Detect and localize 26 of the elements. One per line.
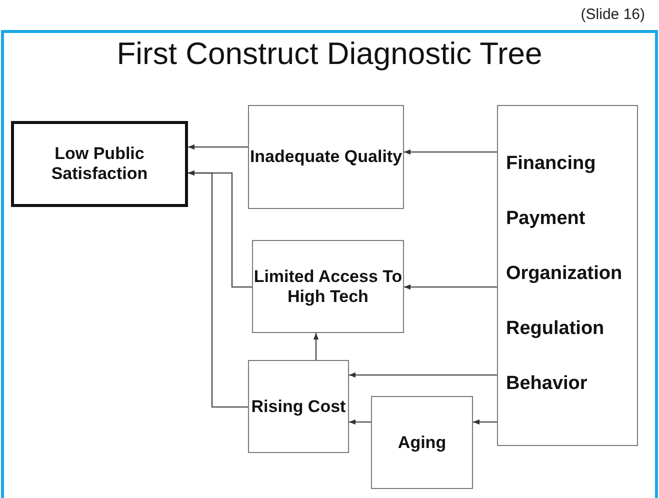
diagram-title: First Construct Diagnostic Tree [116, 36, 544, 72]
box-label: Aging [398, 432, 446, 452]
box-label: Payment [506, 208, 586, 231]
arrow [404, 149, 497, 155]
process-box [248, 360, 349, 453]
process-box [497, 105, 638, 446]
arrow [188, 144, 248, 150]
box-label: Limited Access To High Tech [253, 266, 403, 306]
arrow [349, 419, 371, 425]
process-box [248, 105, 404, 209]
arrow [188, 170, 248, 408]
process-box [371, 396, 473, 489]
box-label: Financing [506, 153, 596, 176]
arrow [313, 333, 319, 360]
box-label: Low Public Satisfaction [50, 144, 149, 184]
process-box [252, 240, 404, 333]
box-label: Organization [506, 263, 622, 286]
box-label: Behavior [506, 373, 588, 396]
slide-number: (Slide 16) [580, 6, 645, 23]
box-label: Regulation [506, 318, 604, 341]
box-label: Inadequate Quality [250, 147, 402, 167]
box-label: Rising Cost [251, 396, 346, 416]
arrow [473, 419, 497, 425]
arrow [349, 372, 497, 378]
arrow [404, 284, 497, 290]
process-box [11, 121, 188, 207]
